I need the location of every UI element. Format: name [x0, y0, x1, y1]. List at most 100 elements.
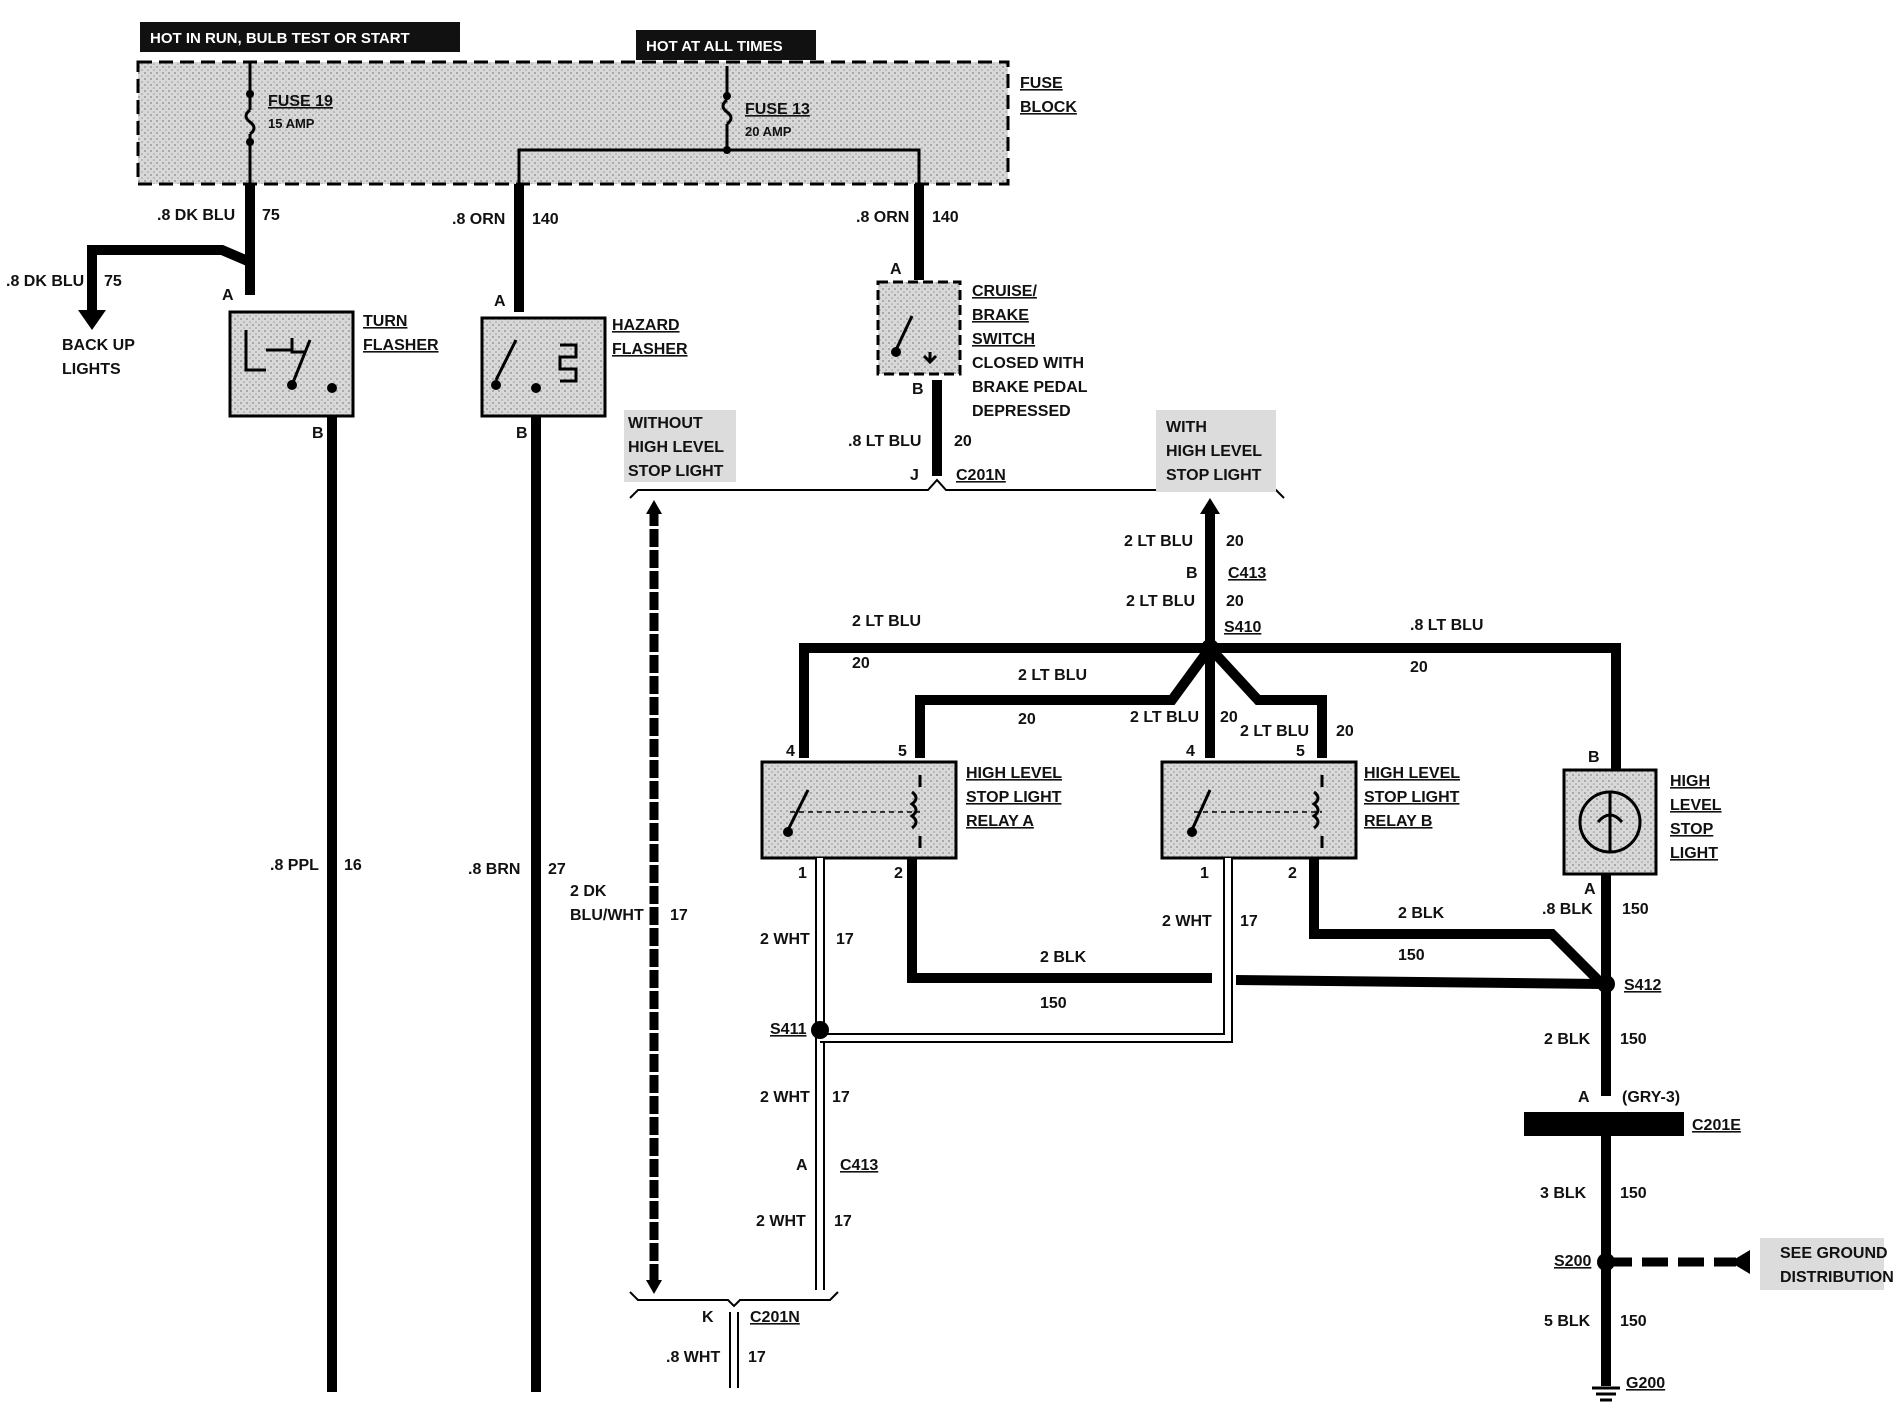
svg-text:4: 4: [1186, 743, 1195, 760]
svg-text:BRAKE PEDAL: BRAKE PEDAL: [972, 379, 1088, 396]
banner-hot-in-run: HOT IN RUN, BULB TEST OR START: [140, 22, 460, 52]
svg-text:75: 75: [262, 207, 280, 224]
svg-text:B: B: [516, 425, 528, 442]
ground-g200: G200: [1592, 1375, 1665, 1402]
svg-text:HIGH LEVEL: HIGH LEVEL: [1364, 765, 1460, 782]
svg-text:A: A: [1584, 881, 1596, 898]
wire-dk-blu-wht-17: 2 DK BLU/WHT 17: [570, 500, 688, 1294]
wire-2-lt-blu-relay-b-5: 2 LT BLU 20: [1206, 644, 1354, 758]
svg-text:3 BLK: 3 BLK: [1540, 1185, 1587, 1202]
option-bracket: WITHOUT HIGH LEVEL STOP LIGHT WITH HIGH …: [624, 410, 1285, 499]
svg-text:B: B: [1186, 565, 1198, 582]
wire-2-lt-blu-relay-b-4: 2 LT BLU 20: [1130, 648, 1238, 758]
without-note: WITHOUT: [628, 415, 703, 432]
svg-text:B: B: [312, 425, 324, 442]
svg-text:DISTRIBUTION: DISTRIBUTION: [1780, 1269, 1894, 1286]
svg-text:BRAKE: BRAKE: [972, 307, 1029, 324]
fuse-13-rating: 20 AMP: [745, 124, 792, 139]
svg-text:4: 4: [786, 743, 795, 760]
fuse-block-label: FUSE: [1020, 75, 1063, 92]
svg-text:A: A: [796, 1157, 808, 1174]
svg-text:.8 DK BLU: .8 DK BLU: [157, 207, 235, 224]
banner-hot-at-all-times: HOT AT ALL TIMES: [636, 30, 816, 60]
svg-text:HAZARD: HAZARD: [612, 317, 680, 334]
svg-text:STOP LIGHT: STOP LIGHT: [1166, 467, 1262, 484]
svg-text:K: K: [702, 1309, 714, 1326]
svg-text:17: 17: [834, 1213, 852, 1230]
svg-text:2: 2: [1288, 865, 1297, 882]
svg-text:2 LT BLU: 2 LT BLU: [1124, 533, 1193, 550]
wire-lt-blu-20-switch: .8 LT BLU 20 J C201N: [848, 380, 1006, 484]
svg-text:2 LT BLU: 2 LT BLU: [852, 613, 921, 630]
svg-text:2 WHT: 2 WHT: [760, 1089, 810, 1106]
high-level-stop-light: B A HIGH LEVEL STOP LIGHT: [1562, 749, 1722, 898]
svg-text:.8 LT BLU: .8 LT BLU: [848, 433, 921, 450]
svg-text:5: 5: [898, 743, 907, 760]
svg-text:LIGHT: LIGHT: [1670, 845, 1718, 862]
svg-text:HIGH LEVEL: HIGH LEVEL: [628, 439, 724, 456]
wire-2-lt-blu-relay-a-4: 2 LT BLU 20: [799, 613, 1210, 758]
svg-text:2 BLK: 2 BLK: [1398, 905, 1445, 922]
svg-text:RELAY B: RELAY B: [1364, 813, 1432, 830]
svg-text:HIGH LEVEL: HIGH LEVEL: [966, 765, 1062, 782]
fuse-block-label-2: BLOCK: [1020, 99, 1077, 116]
wire-dk-blu-75: .8 DK BLU 75 .8 DK BLU 75 BACK UP LIGHTS: [6, 184, 280, 378]
bottom-bracket: K C201N .8 WHT 17: [629, 1291, 839, 1388]
svg-text:S410: S410: [1224, 619, 1261, 636]
wire-3-blk-150: 3 BLK 150: [1540, 1136, 1647, 1260]
svg-text:(GRY-3): (GRY-3): [1622, 1089, 1680, 1106]
svg-text:S200: S200: [1554, 1253, 1591, 1270]
svg-text:2: 2: [894, 865, 903, 882]
svg-text:HIGH: HIGH: [1670, 773, 1710, 790]
svg-text:.8 BLK: .8 BLK: [1542, 901, 1593, 918]
hazard-flasher: A B HAZARD FLASHER: [480, 293, 688, 442]
svg-text:A: A: [890, 261, 902, 278]
wire-8-lt-blu-lamp: .8 LT BLU 20: [1210, 617, 1621, 770]
wire-2-blk-150-relay-b: 2 BLK 150: [1309, 858, 1606, 988]
svg-text:STOP: STOP: [1670, 821, 1714, 838]
svg-text:2 WHT: 2 WHT: [760, 931, 810, 948]
svg-text:B: B: [912, 381, 924, 398]
svg-text:HIGH LEVEL: HIGH LEVEL: [1166, 443, 1262, 460]
svg-text:TURN: TURN: [363, 313, 407, 330]
svg-text:140: 140: [932, 209, 959, 226]
svg-text:.8 BRN: .8 BRN: [468, 861, 520, 878]
svg-text:CLOSED WITH: CLOSED WITH: [972, 355, 1084, 372]
svg-text:150: 150: [1398, 947, 1425, 964]
svg-text:2 WHT: 2 WHT: [756, 1213, 806, 1230]
svg-text:20: 20: [1226, 593, 1244, 610]
svg-text:140: 140: [532, 211, 559, 228]
svg-text:16: 16: [344, 857, 362, 874]
svg-text:17: 17: [670, 907, 688, 924]
svg-text:27: 27: [548, 861, 566, 878]
wire-2-wht-17-relay-a: 2 WHT 17 2 WHT 17 A C413 2 WHT 17: [756, 858, 878, 1290]
wire-2-blk-150-down: 2 BLK 150 A (GRY-3): [1544, 984, 1680, 1106]
svg-text:HOT AT ALL TIMES: HOT AT ALL TIMES: [646, 38, 783, 55]
splice-s200: S200 SEE GROUND DISTRIBUTION: [1554, 1238, 1894, 1290]
svg-text:FLASHER: FLASHER: [363, 337, 439, 354]
svg-text:150: 150: [1620, 1185, 1647, 1202]
svg-text:RELAY A: RELAY A: [966, 813, 1034, 830]
wire-2-wht-17-relay-b: 2 WHT 17: [820, 858, 1258, 1043]
relay-b: 4 5 1 2 HIGH LEVEL STOP LIGHT RELAY B: [1160, 743, 1460, 882]
fuse-13: FUSE 13 20 AMP: [517, 66, 921, 184]
fuse-19-name: FUSE 19: [268, 93, 333, 110]
svg-text:DEPRESSED: DEPRESSED: [972, 403, 1071, 420]
fuse-13-name: FUSE 13: [745, 101, 810, 118]
svg-text:.8 PPL: .8 PPL: [270, 857, 319, 874]
svg-text:1: 1: [798, 865, 807, 882]
back-up-lights-label: BACK UP: [62, 337, 135, 354]
svg-text:S412: S412: [1624, 977, 1661, 994]
fuse-block: FUSE BLOCK: [136, 60, 1077, 186]
svg-text:150: 150: [1622, 901, 1649, 918]
svg-text:20: 20: [1410, 659, 1428, 676]
wire-ppl-16: .8 PPL 16: [270, 416, 362, 1392]
turn-flasher: A B TURN FLASHER: [222, 287, 439, 442]
with-note: WITH: [1166, 419, 1207, 436]
svg-text:1: 1: [1200, 865, 1209, 882]
svg-text:STOP LIGHT: STOP LIGHT: [628, 463, 724, 480]
svg-text:G200: G200: [1626, 1375, 1665, 1392]
svg-text:2 BLK: 2 BLK: [1040, 949, 1087, 966]
svg-text:150: 150: [1620, 1313, 1647, 1330]
wire-orn-140-switch: .8 ORN 140: [856, 184, 959, 280]
